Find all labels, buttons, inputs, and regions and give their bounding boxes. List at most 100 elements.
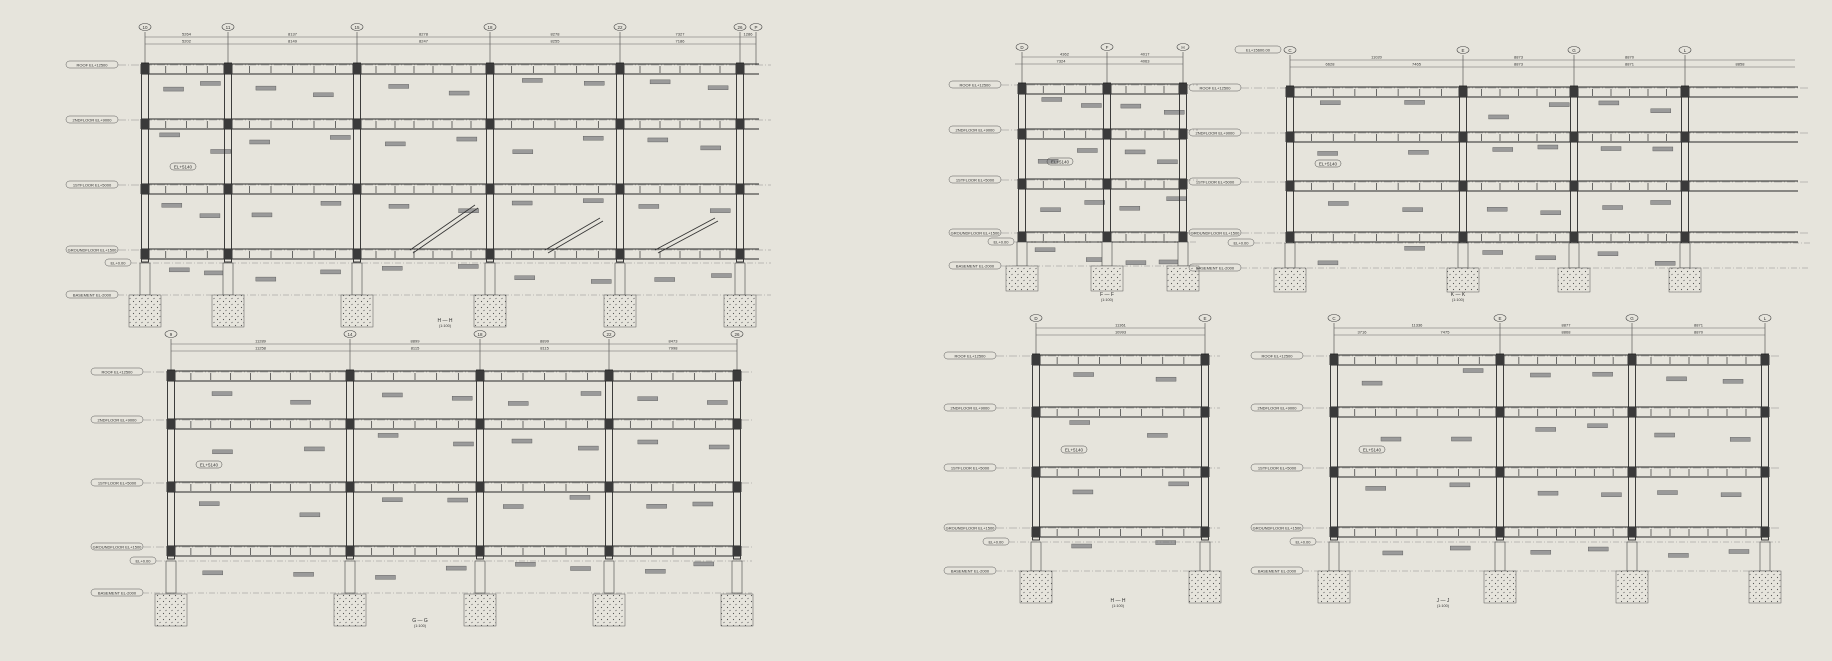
member-tag — [1317, 260, 1339, 266]
column — [1496, 353, 1504, 541]
dimension-text: 8278 — [419, 32, 429, 37]
member-tag — [580, 391, 602, 396]
dimension-text: 8115 — [540, 346, 549, 351]
pedestal — [603, 560, 615, 594]
level-pill — [948, 175, 1002, 184]
stair-stringer — [654, 217, 716, 251]
member-tag — [1601, 492, 1622, 497]
level-label: 1STFLOOR EL+5000 — [951, 466, 990, 471]
level-label: EL+0.00 — [993, 240, 1009, 245]
member-tag — [1588, 546, 1609, 552]
pedestal — [1284, 242, 1296, 269]
grid-label: G — [1630, 316, 1634, 321]
level-label: BASEMENT EL-2000 — [951, 569, 990, 574]
member-tag — [255, 85, 277, 91]
column — [1330, 353, 1338, 541]
member-tag — [1408, 150, 1429, 155]
column-joint — [475, 419, 485, 429]
column — [605, 369, 613, 560]
grid-bubble — [1678, 46, 1692, 54]
member-tag — [1147, 433, 1168, 438]
member-tag — [313, 92, 334, 98]
member-tag — [330, 135, 351, 140]
member-tag — [1077, 148, 1098, 153]
member-tag — [570, 566, 591, 571]
column-joint — [1627, 407, 1637, 417]
dimension-text: 3716 — [1358, 330, 1368, 335]
member-tag — [1535, 427, 1556, 432]
column-joint — [1285, 87, 1295, 97]
grid-bubble — [473, 330, 487, 338]
grid-bubble — [749, 23, 763, 31]
column-joint — [1017, 232, 1027, 242]
member-tag — [1158, 259, 1180, 265]
column-joint — [1680, 132, 1690, 142]
level-pill — [1250, 566, 1304, 575]
member-tag — [1537, 144, 1559, 150]
grid-label: 26 — [734, 332, 740, 337]
level-pill — [90, 588, 144, 597]
column-joint — [1285, 132, 1295, 142]
column-joint — [615, 119, 625, 129]
column-joint — [1017, 179, 1027, 189]
column-joint — [1760, 355, 1770, 365]
level-pill — [104, 258, 132, 267]
dimension-text: 4063 — [1141, 59, 1151, 64]
column-joint — [1017, 129, 1027, 139]
dimension-text: 8873 — [1514, 55, 1524, 60]
member-tag — [1404, 100, 1425, 105]
member-tag — [1482, 250, 1503, 255]
column-joint — [1200, 527, 1210, 537]
footing — [592, 593, 626, 627]
grid-bubble — [733, 23, 747, 31]
column-joint — [1031, 467, 1041, 477]
member-tag — [255, 276, 277, 282]
grid-label: F — [1106, 45, 1109, 50]
grid-bubble — [1493, 314, 1507, 322]
column-joint — [223, 184, 233, 194]
level-label: ROOF EL+12500 — [954, 354, 986, 359]
column-joint — [604, 546, 614, 556]
grid-label: H — [1181, 45, 1184, 50]
pedestal — [1679, 242, 1691, 269]
grid-bubble — [138, 23, 152, 31]
grid-label: 9 — [170, 332, 173, 337]
elevation-note-pill — [1060, 445, 1088, 454]
level-label: GROUNDFLOOR EL+1500 — [1191, 231, 1241, 236]
grid-bubble — [730, 330, 744, 338]
dimension-text: 11020 — [1371, 55, 1383, 60]
member-tag — [453, 441, 474, 447]
dimension-text: 8877 — [1562, 323, 1572, 328]
member-tag — [1157, 159, 1178, 165]
member-tag — [445, 565, 467, 571]
level-label: BASEMENT EL-2000 — [1258, 569, 1297, 574]
dimension-text: 8871 — [1625, 62, 1635, 67]
column-joint — [735, 64, 745, 74]
column-joint — [1680, 181, 1690, 191]
grid-label: E — [1461, 48, 1464, 53]
member-tag — [511, 200, 533, 206]
member-tag — [1073, 372, 1094, 377]
level-pill — [90, 367, 144, 376]
level-pill — [65, 115, 119, 124]
pedestal — [614, 262, 626, 296]
grid-bubble — [1029, 314, 1043, 322]
member-tag — [1166, 196, 1187, 201]
dimension-text: 8871 — [1694, 323, 1704, 328]
member-tag — [578, 445, 599, 451]
member-tag — [511, 438, 533, 444]
grid-bubble — [1456, 46, 1470, 54]
member-tag — [1530, 372, 1551, 378]
column-joint — [166, 546, 176, 556]
member-tag — [1668, 553, 1689, 558]
member-tag — [512, 149, 534, 154]
member-tag — [212, 449, 233, 455]
grid-bubble — [1327, 314, 1341, 322]
column — [1103, 82, 1111, 246]
dimension-text: 8858 — [1736, 62, 1746, 67]
pedestal — [1568, 242, 1580, 269]
column — [224, 62, 232, 263]
level-pill — [987, 237, 1015, 246]
